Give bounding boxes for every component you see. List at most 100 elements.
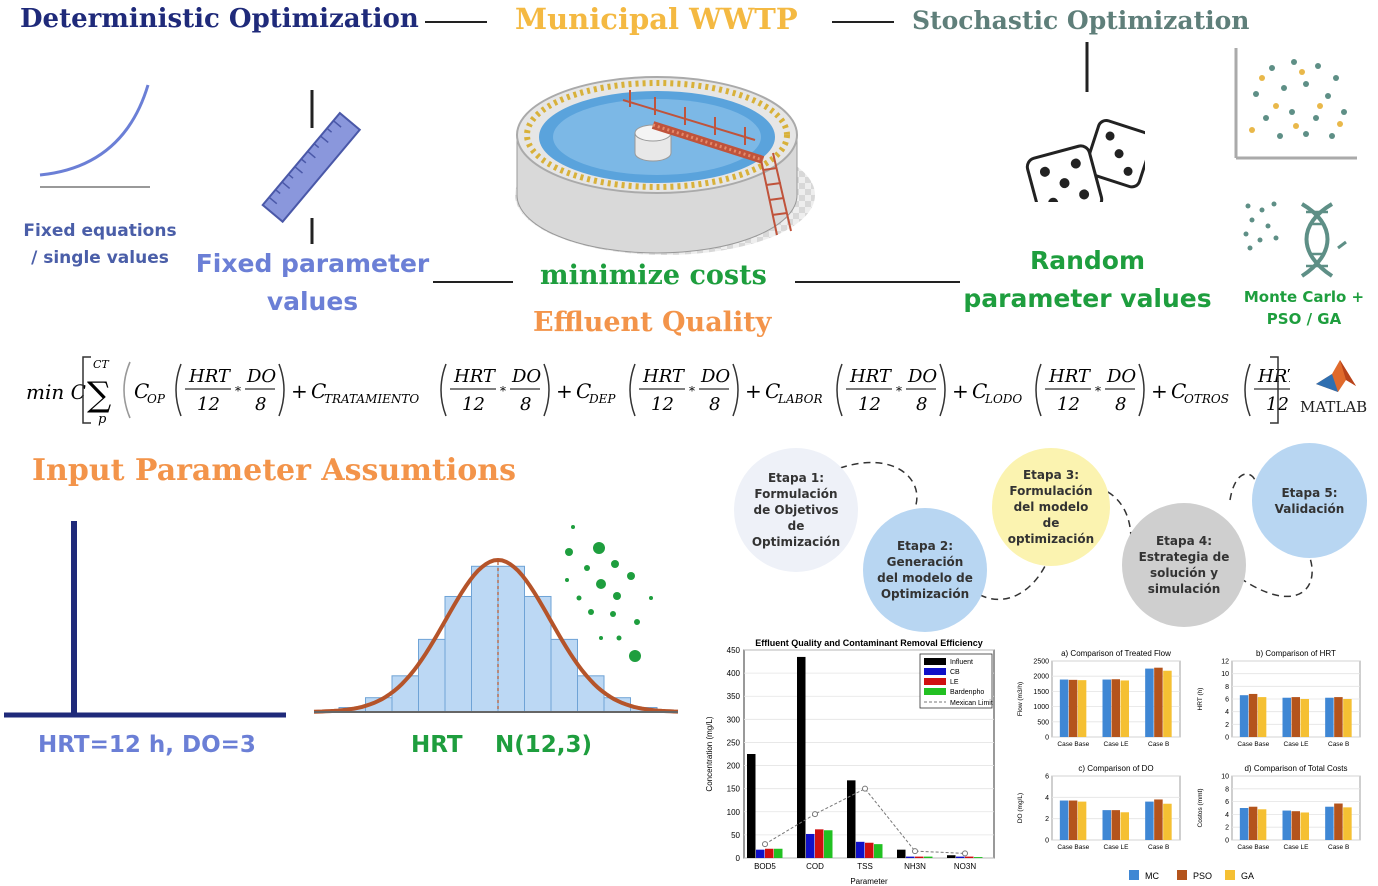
plus-sign: + [291, 379, 308, 403]
paren-right [939, 363, 946, 417]
legend-swatch [1177, 870, 1187, 880]
dna-icon [1243, 201, 1347, 278]
fixed-assumption-label: HRT=12 h, DO=3 [38, 732, 256, 758]
legend-swatch [924, 668, 946, 675]
y-tick-label: 6 [1225, 799, 1229, 806]
paren-left [175, 363, 182, 417]
effluent-bar [756, 849, 765, 858]
effluent-bar [797, 656, 806, 858]
y-axis-label: HRT (h) [1197, 688, 1204, 711]
x-tick-label: Case LE [1284, 741, 1310, 748]
scatter-icon [1234, 48, 1357, 160]
cost-coefficient: C [134, 379, 149, 403]
fixed-parameter-label: Fixed parameter values [195, 249, 430, 316]
frac-numerator: HRT [1048, 366, 1092, 387]
cost-coefficient: C [1171, 379, 1186, 403]
x-tick-label: Case Base [1057, 844, 1089, 851]
comparison-bar [1291, 697, 1300, 737]
y-axis-label: Concentration (mg/L) [705, 716, 714, 791]
paren-right [543, 363, 550, 417]
effluent-bar [956, 856, 965, 858]
mexican-limit-point [912, 848, 918, 855]
outer-paren-left [123, 361, 131, 419]
effluent-chart-title: Effluent Quality and Contaminant Removal… [755, 638, 983, 648]
frac-denominator: 12 [197, 394, 220, 415]
comparison-bar [1068, 679, 1078, 737]
plus-sign: + [556, 379, 573, 403]
y-tick-label: 450 [727, 646, 741, 655]
stage-4: Etapa 4: Estrategia de solución y simula… [1122, 503, 1246, 627]
comparison-title: a) Comparison of Treated Flow [1061, 649, 1171, 658]
x-tick-label: Case Base [1237, 844, 1269, 851]
comparison-bar [1248, 693, 1258, 737]
mexican-limit-point [812, 811, 818, 818]
effluent-bar [897, 849, 906, 858]
frac-numerator: HRT [1257, 366, 1290, 387]
y-tick-label: 2 [1225, 722, 1229, 729]
y-tick-label: 0 [1225, 838, 1229, 845]
y-tick-label: 250 [727, 738, 741, 747]
effluent-bar [847, 780, 856, 858]
y-tick-label: 2 [1045, 816, 1049, 823]
x-tick-label: Case B [1148, 741, 1169, 748]
paren-right [278, 363, 285, 417]
x-tick-label: Case LE [1104, 741, 1130, 748]
y-tick-label: 350 [727, 692, 741, 701]
frac-numerator: HRT [849, 366, 893, 387]
frac-denominator: 8 [916, 394, 927, 415]
comparison-bar [1154, 667, 1163, 737]
effluent-bar [806, 833, 815, 858]
legend-label: MC [1145, 871, 1159, 881]
histogram-bar [471, 565, 499, 713]
stage-1: Etapa 1: Formulación de Objetivos de Opt… [734, 448, 858, 572]
y-tick-label: 2 [1225, 825, 1229, 832]
cost-subscript: TRATAMIENTO [324, 392, 419, 406]
comparison-bar [1077, 680, 1087, 737]
normal-distribution-histogram [313, 557, 679, 714]
legend-swatch [924, 658, 946, 665]
comparison-bar [1145, 668, 1154, 737]
x-tick-label: Case LE [1284, 844, 1310, 851]
frac-numerator: DO [907, 366, 937, 387]
cost-subscript: OTROS [1184, 392, 1229, 406]
plus-sign: + [745, 379, 762, 403]
comparison-title: c) Comparison of DO [1078, 764, 1153, 773]
cost-subscript: LABOR [777, 392, 823, 406]
x-tick-label: Case Base [1057, 741, 1089, 748]
comparison-bar [1282, 697, 1291, 737]
comparison-bar [1239, 695, 1249, 737]
frac-numerator: DO [246, 366, 276, 387]
y-tick-label: 6 [1225, 697, 1229, 704]
stochastic-title: Stochastic Optimization [912, 6, 1250, 35]
frac-denominator: 12 [651, 394, 674, 415]
effluent-bar [915, 856, 924, 858]
comparison-bar [1102, 679, 1111, 737]
comparison-bar [1163, 803, 1172, 840]
comparison-bar [1300, 812, 1309, 840]
header-connector-right [832, 21, 894, 23]
comparison-bar [1343, 699, 1352, 737]
cost-coefficient: C [972, 379, 987, 403]
y-tick-label: 500 [1037, 719, 1049, 726]
comparison-bar [1154, 799, 1163, 840]
input-parameter-title: Input Parameter Assumtions [32, 453, 516, 488]
times-sign: * [235, 384, 241, 398]
x-tick-label: COD [806, 862, 824, 871]
right-bracket [1270, 356, 1279, 424]
x-tick-label: Case B [1328, 741, 1349, 748]
y-tick-label: 0 [1045, 735, 1049, 742]
effluent-quality-label: Effluent Quality [533, 307, 772, 338]
frac-numerator: DO [1106, 366, 1136, 387]
frac-denominator: 8 [1115, 394, 1126, 415]
x-tick-label: Case LE [1104, 844, 1130, 851]
effluent-bar [906, 856, 915, 858]
y-tick-label: 4 [1225, 709, 1229, 716]
legend-swatch [924, 678, 946, 685]
ruler-icon [261, 90, 362, 244]
comparison-title: b) Comparison of HRT [1256, 649, 1336, 658]
paren-left [836, 363, 843, 417]
clarifier-tank-illustration [515, 76, 815, 255]
paren-left [1035, 363, 1042, 417]
x-tick-label: TSS [857, 862, 873, 871]
